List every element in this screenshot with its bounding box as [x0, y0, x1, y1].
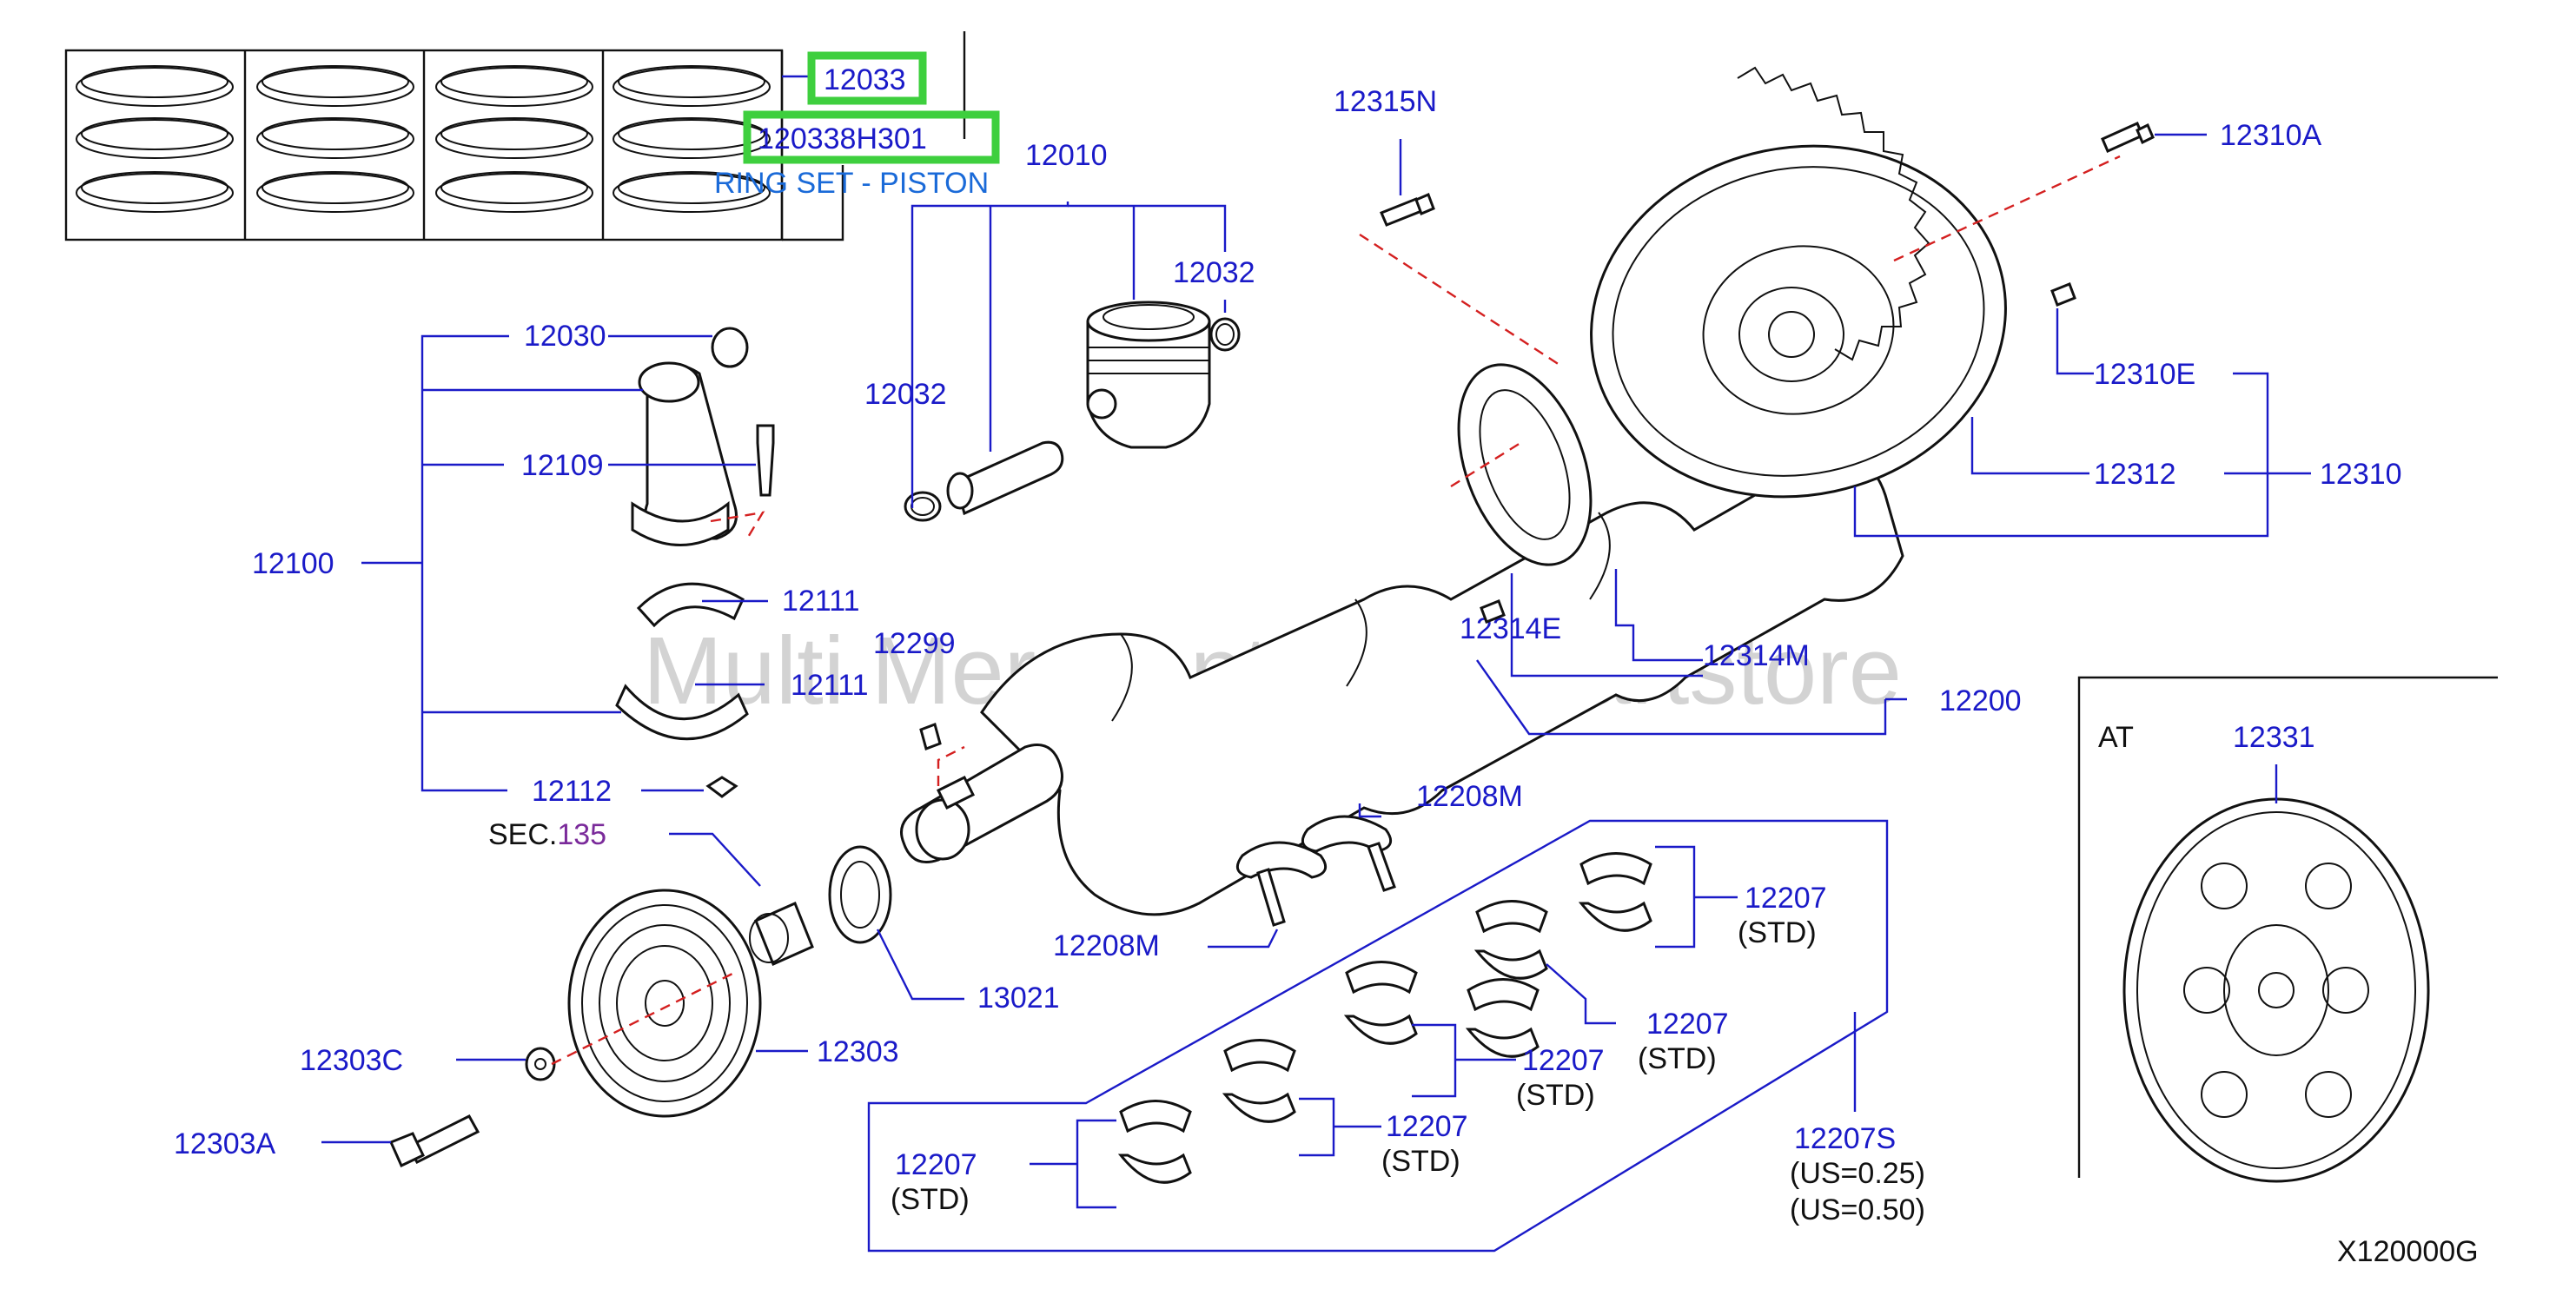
- svg-text:120338H301: 120338H301: [758, 122, 927, 155]
- label-12207-d[interactable]: 12207: [1386, 1110, 1468, 1143]
- drawing-code: X120000G: [2337, 1235, 2479, 1268]
- label-12111-lower[interactable]: 12111: [791, 669, 869, 702]
- main-bearing-set-illustration: [867, 819, 1889, 1253]
- label-12312[interactable]: 12312: [2094, 458, 2176, 491]
- label-12310A[interactable]: 12310A: [2220, 119, 2322, 152]
- thrust-bearing-illustration: [1235, 815, 1396, 927]
- crankshaft-leaders: [1476, 569, 1907, 736]
- label-12303A[interactable]: 12303A: [174, 1127, 276, 1160]
- label-12207-d-std: (STD): [1381, 1145, 1460, 1178]
- label-12032-right[interactable]: 12032: [1173, 256, 1255, 289]
- label-12200[interactable]: 12200: [1939, 684, 2022, 717]
- crankshaft-key: [919, 723, 942, 750]
- label-12208M-upper[interactable]: 12208M: [1416, 780, 1523, 813]
- piston-leaders: [911, 202, 1227, 508]
- sec-135-reference[interactable]: SEC.135: [488, 818, 606, 851]
- label-12207-b-std: (STD): [1638, 1042, 1717, 1075]
- flywheel-illustration: [1359, 66, 2155, 624]
- label-12303C[interactable]: 12303C: [300, 1044, 403, 1077]
- label-12207-e-std: (STD): [891, 1183, 970, 1216]
- label-12314M[interactable]: 12314M: [1703, 639, 1810, 672]
- part-120338H301-callout[interactable]: 120338H301: [743, 110, 1000, 164]
- label-12303[interactable]: 12303: [817, 1035, 899, 1068]
- label-12207-a[interactable]: 12207: [1745, 882, 1827, 915]
- label-12315N[interactable]: 12315N: [1334, 85, 1437, 118]
- pulley-and-sprocket-illustration: [388, 845, 892, 1168]
- label-12030[interactable]: 12030: [524, 320, 606, 353]
- connecting-rod-leaders: [361, 334, 768, 792]
- svg-text:12033: 12033: [824, 63, 906, 96]
- label-12111-upper[interactable]: 12111: [782, 585, 860, 618]
- label-12310[interactable]: 12310: [2320, 458, 2402, 491]
- flywheel-leaders: [1399, 133, 2311, 538]
- label-12100[interactable]: 12100: [252, 547, 334, 580]
- label-12314E[interactable]: 12314E: [1460, 612, 1561, 645]
- connecting-rod-illustration: [615, 327, 775, 798]
- label-12207S-us025: (US=0.25): [1790, 1157, 1925, 1190]
- label-12207S[interactable]: 12207S: [1794, 1122, 1896, 1155]
- label-12207-a-std: (STD): [1738, 916, 1817, 949]
- label-12032-left[interactable]: 12032: [864, 378, 947, 411]
- label-12299[interactable]: 12299: [873, 627, 956, 660]
- crankshaft-illustration: [900, 454, 1904, 916]
- label-12331[interactable]: 12331: [2233, 721, 2315, 754]
- at-drive-plate-section: AT: [2077, 676, 2498, 1183]
- piston-ring-set-illustration: [64, 31, 966, 241]
- label-13021[interactable]: 13021: [977, 982, 1060, 1015]
- label-12207-b[interactable]: 12207: [1646, 1008, 1729, 1041]
- label-12010[interactable]: 12010: [1025, 139, 1108, 172]
- label-12208M-lower[interactable]: 12208M: [1053, 929, 1160, 962]
- part-12033-callout[interactable]: 12033: [807, 51, 927, 105]
- pulley-leaders: [321, 832, 964, 1144]
- label-12109[interactable]: 12109: [521, 449, 604, 482]
- at-section-label: AT: [2098, 721, 2134, 754]
- ring-set-piston-name: RING SET - PISTON: [714, 167, 989, 200]
- label-12207-c-std: (STD): [1516, 1079, 1595, 1112]
- label-12310E[interactable]: 12310E: [2094, 358, 2195, 391]
- label-12112[interactable]: 12112: [532, 775, 612, 808]
- thrust-bearing-leaders: [1208, 803, 1381, 949]
- piston-illustration: [904, 301, 1241, 522]
- label-12207-c[interactable]: 12207: [1522, 1044, 1605, 1077]
- label-12207S-us050: (US=0.50): [1790, 1193, 1925, 1226]
- label-12207-e[interactable]: 12207: [895, 1148, 977, 1181]
